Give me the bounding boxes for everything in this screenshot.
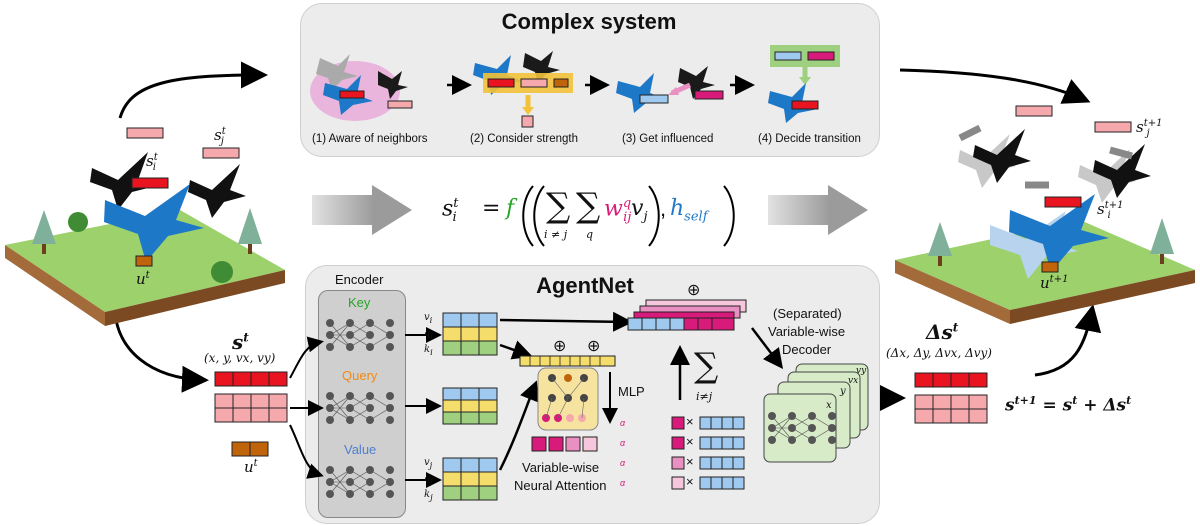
mlp-network-icon [537,367,599,431]
left-s-j-label: stj [214,126,226,147]
sum-symbol: ∑ [694,346,719,386]
central-equation: sti = f ∑ i ≠ j ∑ q wqij vj , hself [438,176,738,252]
value-network-icon [325,465,395,499]
eq-f: f [506,196,515,221]
state-input-vector [214,371,288,457]
oplus-top: ⊕ [687,282,701,299]
aggregated-output [627,299,747,331]
state-input-u: ut [244,458,258,476]
oplus-left: ⊕ [553,338,567,355]
eq-h: h [670,196,685,221]
eq-sum1-sub: i ≠ j [544,228,568,241]
step-2-caption: (2) Consider strength [470,133,579,145]
svg-text:α: α [620,478,626,488]
complex-system-illustrations [310,45,840,128]
step3-birds [616,66,724,113]
decoder-var-vy: vy [856,366,867,376]
mlp-label: MLP [618,384,645,399]
encoder-label: Encoder [335,272,384,287]
bird-black-icon [90,152,156,210]
decoder-stack [763,363,869,463]
right-scene [895,105,1195,324]
times-4: × [686,474,694,489]
tree-icon [238,208,262,254]
gray-arrow-right [768,185,868,235]
decoder-label-line2: Variable-wise [768,324,846,339]
svg-text:α: α [620,418,626,428]
update-equation: st+1 = st + Δst [1005,394,1132,416]
eq-equals: = [482,196,501,221]
times-2: × [686,434,694,449]
sum-subscript: i≠j [696,390,713,403]
step-3-caption: (3) Get influenced [622,133,714,145]
decoder-label-line3: Decoder [782,342,832,357]
state-output-vars: (Δx, Δy, Δvx, Δvy) [886,346,992,360]
value-label: Value [344,442,377,457]
svg-text:α: α [620,438,626,448]
left-s-i-label: sti [146,152,158,173]
step2-birds [473,51,573,128]
key-label: Key [348,295,371,310]
bird-black-icon [1093,144,1151,198]
tree-icon [928,222,952,266]
state-input-vars: (x, y, vx, vy) [204,351,276,365]
complex-system-title: Complex system [501,9,677,34]
agentnet-title: AgentNet [536,273,634,298]
right-s-i-label: st+1i [1097,200,1124,221]
attention-label-line2: Neural Attention [514,478,607,493]
decoder-var-vx: vx [848,376,859,386]
decoder-var-x: x [826,400,832,411]
decoder-label-line1: (Separated) [773,306,842,321]
weighted-values: α α α α [620,416,745,490]
bird-black-icon [973,129,1031,183]
step4-birds [768,45,840,123]
left-scene [5,127,285,326]
bush-icon [68,212,233,283]
svg-text:α: α [620,458,626,468]
right-s-j-label: st+1j [1136,118,1163,139]
decoder-var-y: y [840,386,846,397]
query-output-vectors [442,387,498,425]
oplus-right: ⊕ [587,338,601,355]
attention-label-line1: Variable-wise [522,460,600,475]
tree-icon [1150,218,1174,264]
eq-sum2-sub: q [586,228,594,241]
step-4-caption: (4) Decide transition [758,133,861,145]
step1-birds [310,54,413,121]
times-3: × [686,454,694,469]
query-label: Query [342,368,378,383]
state-output-vector [914,372,988,424]
tree-icon [32,210,56,254]
left-u-label: ut [136,270,150,288]
attention-weights [531,436,598,452]
bird-blue-icon [1009,194,1109,272]
state-input-label: st [232,330,249,354]
bird-black-icon [188,164,246,218]
value-output-vectors [442,457,498,501]
concat-vector [519,355,616,367]
bird-blue-icon [104,184,204,262]
times-1: × [686,414,694,429]
eq-lhs: s [442,196,454,222]
gray-arrow-left [312,185,412,235]
right-u-label: ut+1 [1040,274,1069,292]
eq-v: v [631,196,644,221]
step-1-caption: (1) Aware of neighbors [312,133,428,145]
key-output-vectors [442,312,498,356]
key-network-icon [325,318,395,352]
eq-w: w [604,196,623,222]
query-network-icon [325,391,395,425]
state-output-label: Δst [926,320,959,344]
